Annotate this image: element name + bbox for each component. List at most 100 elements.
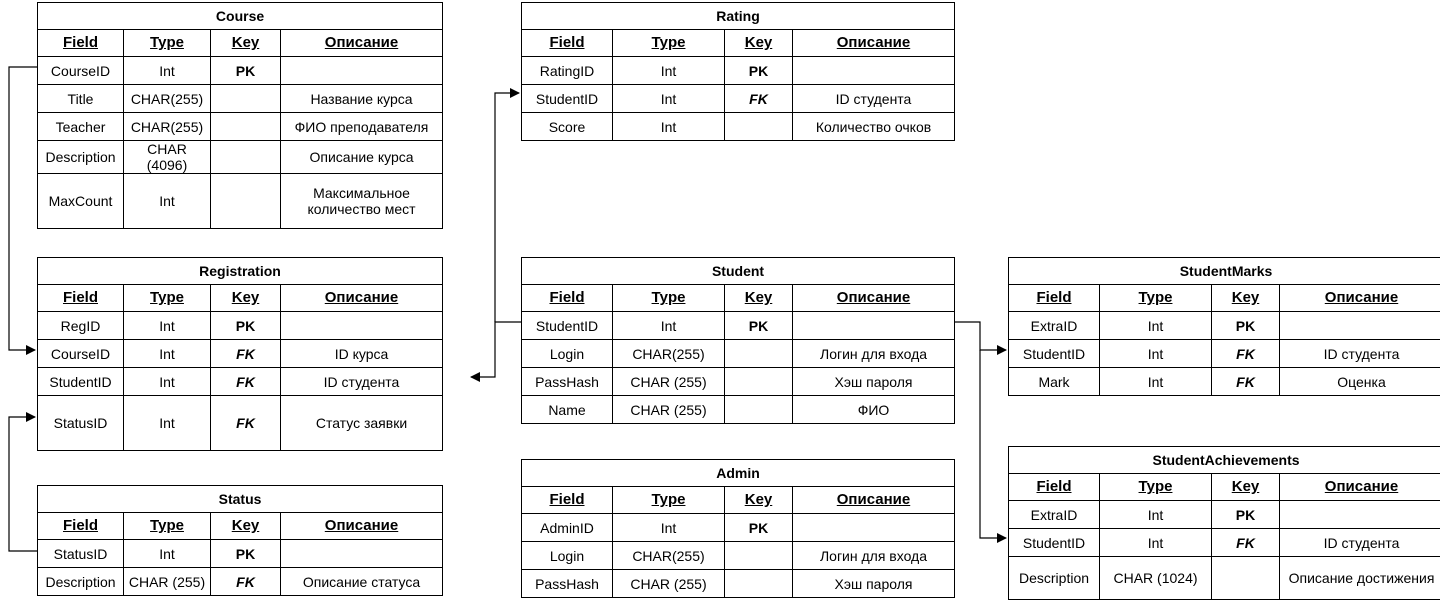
- column-header-field: Field: [1009, 285, 1100, 312]
- description-cell: [281, 57, 443, 85]
- column-header-field: Field: [38, 285, 124, 312]
- column-header-key: Key: [725, 285, 793, 312]
- field-cell: Login: [522, 340, 613, 368]
- key-cell: PK: [1212, 312, 1280, 340]
- field-cell: StudentID: [522, 312, 613, 340]
- type-cell: Int: [613, 57, 725, 85]
- key-cell: FK: [1212, 368, 1280, 396]
- column-header-type: Type: [1100, 474, 1212, 501]
- description-cell: [793, 514, 955, 542]
- type-cell: CHAR(255): [613, 542, 725, 570]
- column-header-key: Key: [725, 487, 793, 514]
- field-cell: RegID: [38, 312, 124, 340]
- description-cell: Хэш пароля: [793, 368, 955, 396]
- column-header-type: Type: [124, 513, 211, 540]
- field-cell: ExtraID: [1009, 312, 1100, 340]
- table-title: StudentMarks: [1009, 258, 1440, 285]
- type-cell: CHAR(255): [124, 113, 211, 141]
- description-cell: Логин для входа: [793, 542, 955, 570]
- description-cell: Количество очков: [793, 113, 955, 141]
- type-cell: Int: [124, 540, 211, 568]
- description-cell: Описание статуса: [281, 568, 443, 596]
- description-cell: ID студента: [793, 85, 955, 113]
- key-cell: FK: [211, 396, 281, 451]
- description-cell: Логин для входа: [793, 340, 955, 368]
- field-cell: Mark: [1009, 368, 1100, 396]
- column-header-desc: Описание: [281, 30, 443, 57]
- field-cell: PassHash: [522, 570, 613, 598]
- type-cell: Int: [1100, 312, 1212, 340]
- field-cell: ExtraID: [1009, 501, 1100, 529]
- field-cell: StudentID: [1009, 340, 1100, 368]
- field-cell: Description: [1009, 557, 1100, 600]
- key-cell: [211, 85, 281, 113]
- type-cell: CHAR (4096): [124, 141, 211, 174]
- column-header-key: Key: [211, 285, 281, 312]
- key-cell: [725, 340, 793, 368]
- field-cell: Teacher: [38, 113, 124, 141]
- key-cell: FK: [211, 368, 281, 396]
- description-cell: [1280, 501, 1440, 529]
- column-header-field: Field: [522, 487, 613, 514]
- key-cell: PK: [725, 57, 793, 85]
- description-cell: Название курса: [281, 85, 443, 113]
- table-title: StudentAchievements: [1009, 447, 1440, 474]
- table-title: Admin: [522, 460, 955, 487]
- type-cell: Int: [124, 396, 211, 451]
- key-cell: PK: [211, 312, 281, 340]
- description-cell: [793, 312, 955, 340]
- type-cell: Int: [613, 312, 725, 340]
- field-cell: PassHash: [522, 368, 613, 396]
- table-title: Status: [38, 486, 443, 513]
- description-cell: [1280, 312, 1440, 340]
- description-cell: [281, 312, 443, 340]
- table-title: Student: [522, 258, 955, 285]
- description-cell: ID студента: [1280, 340, 1440, 368]
- column-header-field: Field: [1009, 474, 1100, 501]
- table-title: Rating: [522, 3, 955, 30]
- key-cell: [725, 570, 793, 598]
- key-cell: FK: [725, 85, 793, 113]
- type-cell: Int: [613, 113, 725, 141]
- type-cell: Int: [613, 514, 725, 542]
- column-header-key: Key: [725, 30, 793, 57]
- type-cell: Int: [124, 340, 211, 368]
- key-cell: PK: [211, 57, 281, 85]
- field-cell: MaxCount: [38, 174, 124, 229]
- column-header-desc: Описание: [1280, 474, 1440, 501]
- field-cell: StudentID: [1009, 529, 1100, 557]
- column-header-desc: Описание: [1280, 285, 1440, 312]
- link-student-registration: [471, 322, 521, 377]
- column-header-key: Key: [1212, 474, 1280, 501]
- key-cell: [211, 113, 281, 141]
- column-header-desc: Описание: [793, 30, 955, 57]
- column-header-key: Key: [211, 513, 281, 540]
- description-cell: Хэш пароля: [793, 570, 955, 598]
- column-header-field: Field: [38, 513, 124, 540]
